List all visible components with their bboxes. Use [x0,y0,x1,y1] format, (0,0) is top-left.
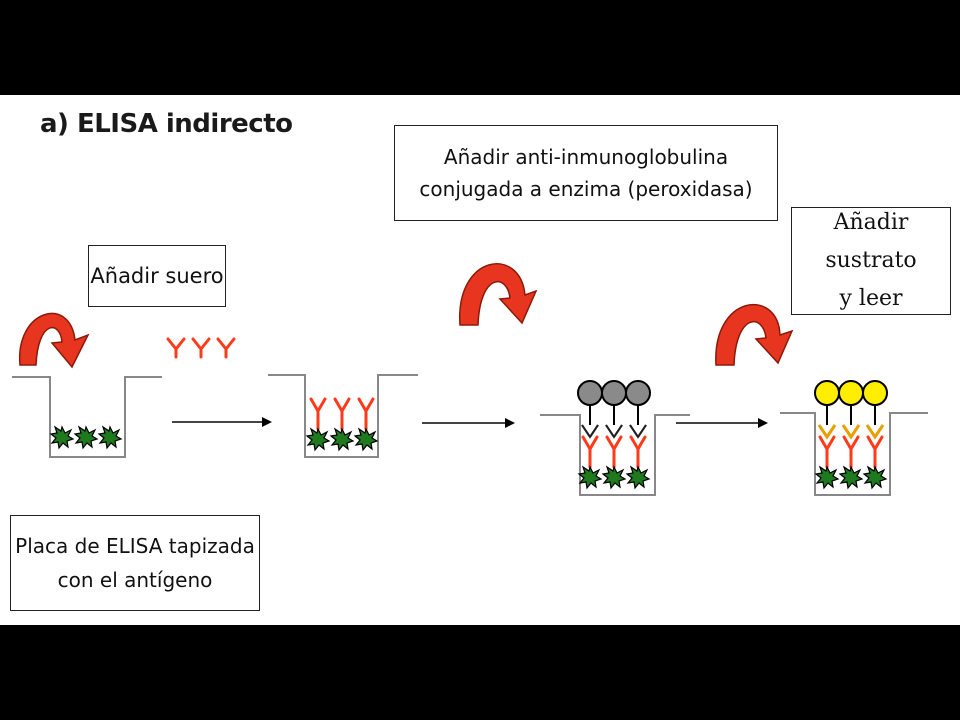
curved-arrow-icon [19,312,90,369]
coated-plate-box: Placa de ELISA tapizada con el antígeno [10,515,260,611]
well-4 [780,379,928,496]
curved-arrow-icon [715,303,794,366]
step-add-conjugate-line1: Añadir anti-inmunoglobulina [443,145,729,169]
step-add-substrate-line1: Añadir sustrato [825,210,917,273]
step-add-serum-box: Añadir suero [88,245,226,307]
curved-arrow-icon [459,263,538,326]
step-add-substrate-line2: y leer [839,286,903,311]
step-arrow-icon [422,418,515,428]
step-arrow-icon [172,417,272,427]
well-3 [540,380,690,496]
diagram-title: a) ELISA indirecto [40,109,293,139]
step-arrow-icon [676,418,768,428]
well-2 [268,374,418,458]
step-add-conjugate-box: Añadir anti-inmunoglobulina conjugada a … [394,125,778,221]
coated-plate-line2: con el antígeno [57,568,213,592]
step-add-conjugate-line2: conjugada a enzima (peroxidasa) [419,177,753,201]
coated-plate-line1: Placa de ELISA tapizada [15,534,255,558]
step-add-serum-label: Añadir suero [90,264,224,288]
step-add-substrate-box: Añadir sustrato y leer [791,207,951,315]
diagram-slide: a) ELISA indirecto Añadir suero Añadir a… [0,95,960,625]
well-1 [12,376,162,458]
antibody-icon [166,337,236,359]
elisa-diagram [12,263,928,496]
